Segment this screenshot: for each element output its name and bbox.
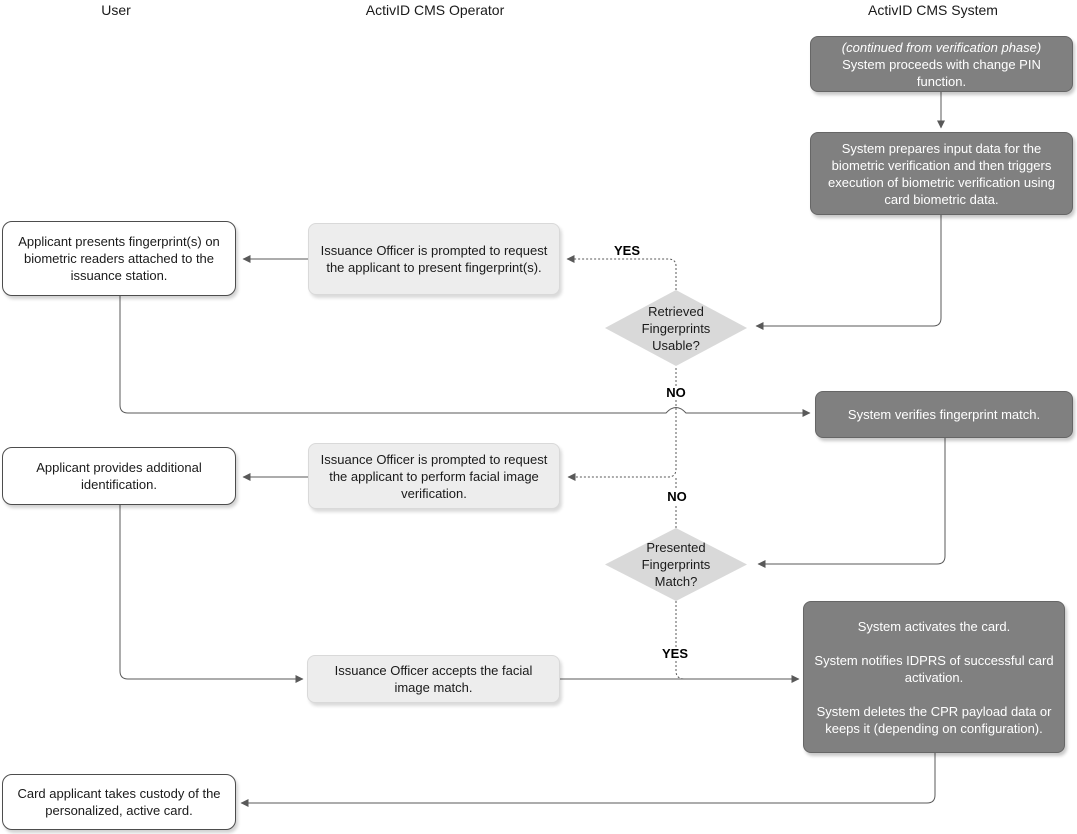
label-yes-retrieved: YES [611,243,643,258]
node-text: Issuance Officer accepts the facial imag… [334,663,533,695]
node-text: Issuance Officer is prompted to request … [320,243,548,275]
connector-activates-to-custody [240,753,936,807]
node-system-activates-card: System activates the card. System notifi… [803,601,1065,753]
continued-note: (continued from verification phase) [841,39,1042,55]
node-text: System activates the card. System notifi… [814,618,1054,736]
decision-presented-fingerprints-match: Presented Fingerprints Match? [605,528,747,601]
node-system-verifies-fingerprint: System verifies fingerprint match. [815,391,1073,438]
node-system-prepares-biometric-data: System prepares input data for the biome… [810,132,1073,215]
node-applicant-takes-custody: Card applicant takes custody of the pers… [2,774,236,830]
node-system-proceeds-change-pin: (continued from verification phase) Syst… [810,36,1073,92]
connector-prepares-to-retrieved-decision [755,215,942,330]
node-text: Applicant presents fingerprint(s) on bio… [18,234,220,283]
node-officer-prompt-fingerprints: Issuance Officer is prompted to request … [308,223,560,295]
node-applicant-additional-id: Applicant provides additional identifica… [2,447,236,505]
connector-yes-presented-down [675,601,797,680]
decision-text: Retrieved Fingerprints Usable? [641,303,711,353]
lane-header-operator: ActivID CMS Operator [365,2,505,18]
label-no-presented: NO [665,489,689,504]
connector-yes-to-prompt-fingerprints [566,255,677,290]
decision-text: Presented Fingerprints Match? [641,540,711,589]
node-text: System prepares input data for the biome… [828,140,1055,207]
node-text: System proceeds with change PIN function… [842,56,1041,89]
node-text: Card applicant takes custody of the pers… [17,786,221,818]
node-text: System verifies fingerprint match. [847,407,1041,422]
label-yes-presented: YES [659,646,691,661]
connector-additional-id-to-accepts [119,505,304,683]
connector-verifies-to-presented-decision [757,438,946,568]
node-officer-accepts-facial: Issuance Officer accepts the facial imag… [307,655,560,703]
connector-no-to-prompt-facial [567,368,677,481]
node-text: Issuance Officer is prompted to request … [320,451,548,501]
label-no-retrieved: NO [664,385,688,400]
lane-header-user: User [101,2,131,18]
decision-retrieved-fingerprints-usable: Retrieved Fingerprints Usable? [605,290,747,366]
lane-header-system: ActivID CMS System [868,2,998,18]
node-applicant-presents-fingerprints: Applicant presents fingerprint(s) on bio… [2,221,236,296]
node-officer-prompt-facial: Issuance Officer is prompted to request … [308,443,560,509]
node-text: Applicant provides additional identifica… [36,460,202,492]
